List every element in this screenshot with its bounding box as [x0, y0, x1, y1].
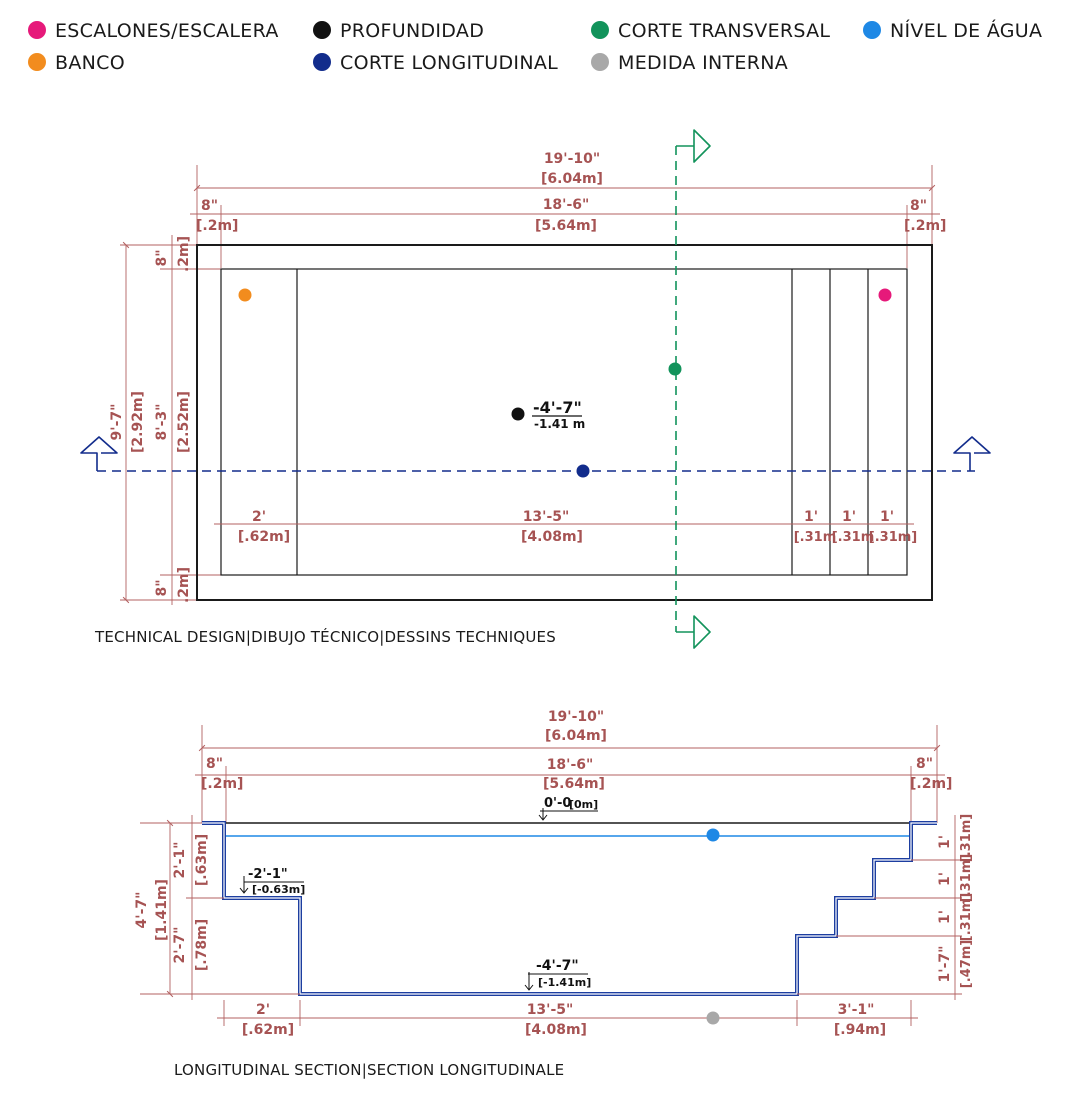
plan-step3-ft: 1' [880, 509, 894, 525]
legend-water-level: NÍVEL DE ÁGUA [890, 19, 1042, 42]
plan-outer-wall [196, 244, 933, 601]
long-section-arrow-right-icon [953, 436, 991, 471]
section-left-wall-ft: 8" [206, 756, 223, 772]
plan-inner-width-m: [2.52m] [176, 391, 192, 453]
section-overall-length-ft: 19'-10" [548, 709, 604, 725]
internal-measure-legend-dot [591, 53, 609, 71]
plan-inner-width-ft: 8'-3" [154, 404, 170, 441]
section-bench-depth-m: [.63m] [194, 834, 210, 886]
bench-marker [238, 288, 252, 302]
section-inner-length-ft: 18'-6" [547, 757, 594, 773]
plan-top-wall-m: .2m] [176, 236, 192, 272]
plan-bottom-wall-m: .2m] [176, 567, 192, 603]
plan-right-wall-ft: 8" [910, 198, 927, 214]
water-level-marker [706, 828, 720, 842]
plan-overall-length-ft: 19'-10" [544, 151, 600, 167]
plan-overall-length-m: [6.04m] [541, 171, 603, 187]
plan-inner-length-m: [5.64m] [535, 218, 597, 234]
section-bench-depth-ft: 2'-1" [172, 842, 188, 879]
section-overall-length-m: [6.04m] [545, 728, 607, 744]
plan-inner-wall [220, 268, 908, 576]
section-bench-level-ft: -2'-1" [248, 867, 288, 882]
section-bench-len-ft: 2' [256, 1002, 270, 1018]
long-section-legend-dot [313, 53, 331, 71]
plan-caption: TECHNICAL DESIGN|DIBUJO TÉCNICO|DESSINS … [94, 627, 556, 646]
internal-measure-marker [706, 1011, 720, 1025]
section-riser1-m: [.31m] [959, 814, 974, 862]
section-floor-level-ft: -4'-7" [536, 958, 579, 974]
legend-long-section: CORTE LONGITUDINAL [340, 52, 558, 74]
steps-marker [878, 288, 892, 302]
section-zero-level: 0'-0 [544, 796, 571, 811]
plan-main-m: [4.08m] [521, 529, 583, 545]
plan-step2-ft: 1' [842, 509, 856, 525]
section-lower-depth-m: [.78m] [194, 919, 210, 971]
depth-marker [511, 407, 525, 421]
legend-cross-section: CORTE TRANSVERSAL [618, 20, 830, 42]
section-left-wall-m: [.2m] [201, 776, 243, 792]
plan-depth-ft: -4'-7" [533, 398, 582, 417]
plan-step1-m: [.31m [794, 530, 837, 545]
section-caption: LONGITUDINAL SECTION|SECTION LONGITUDINA… [174, 1061, 564, 1079]
plan-inner-length-ft: 18'-6" [543, 197, 590, 213]
section-riser3-m: [.31m] [959, 893, 974, 941]
plan-step1-ft: 1' [804, 509, 818, 525]
section-riser4-ft: 1'-7" [937, 946, 953, 983]
plan-overall-width-ft: 9'-7" [109, 404, 125, 441]
section-lower-depth-ft: 2'-7" [172, 927, 188, 964]
section-zero-level-m: [0m] [569, 798, 598, 811]
section-stairs-len-m: [.94m] [834, 1022, 886, 1038]
plan-step3-m: [.31m] [869, 530, 917, 545]
cross-section-arrow-bottom-icon [676, 615, 711, 649]
cross-section-marker [668, 362, 682, 376]
plan-main-ft: 13'-5" [523, 509, 570, 525]
section-main-len-ft: 13'-5" [527, 1002, 574, 1018]
plan-step2-m: [.31m [832, 530, 875, 545]
section-bench-len-m: [.62m] [242, 1022, 294, 1038]
section-total-depth-m: [1.41m] [154, 879, 170, 941]
section-right-wall-m: [.2m] [910, 776, 952, 792]
depth-legend-dot [313, 21, 331, 39]
section-riser2-ft: 1' [937, 872, 953, 886]
section-right-wall-ft: 8" [916, 756, 933, 772]
cross-section-legend-dot [591, 21, 609, 39]
plan-depth-m: -1.41 m [534, 417, 585, 431]
legend-depth: PROFUNDIDAD [340, 20, 484, 42]
section-bench-level-m: [-0.63m] [252, 883, 305, 896]
section-floor-level-m: [-1.41m] [538, 976, 591, 989]
plan-overall-width-m: [2.92m] [130, 391, 146, 453]
cross-section-arrow-top-icon [676, 129, 711, 163]
plan-left-wall-m: [.2m] [196, 218, 238, 234]
long-section-arrow-left-icon [80, 436, 118, 471]
long-section-marker [576, 464, 590, 478]
plan-top-wall-ft: 8" [154, 249, 170, 266]
plan-bottom-wall-ft: 8" [154, 579, 170, 596]
section-riser4-m: [.47m] [959, 940, 974, 988]
legend-steps: ESCALONES/ESCALERA [55, 20, 279, 42]
bench-legend-dot [28, 53, 46, 71]
section-main-len-m: [4.08m] [525, 1022, 587, 1038]
plan-left-wall-ft: 8" [201, 198, 218, 214]
plan-right-wall-m: [.2m] [904, 218, 946, 234]
section-riser1-ft: 1' [937, 835, 953, 849]
legend-internal-measure: MEDIDA INTERNA [618, 52, 788, 74]
legend: ESCALONES/ESCALERA PROFUNDIDAD CORTE TRA… [28, 19, 1042, 74]
plan-bench-ft: 2' [252, 509, 266, 525]
section-inner-length-m: [5.64m] [543, 776, 605, 792]
plan-bench-m: [.62m] [238, 529, 290, 545]
steps-legend-dot [28, 21, 46, 39]
plan-view: 19'-10" [6.04m] 18'-6" [5.64m] 8" [.2m] … [80, 129, 991, 649]
section-total-depth-ft: 4'-7" [134, 892, 150, 929]
section-view: 19'-10" [6.04m] 18'-6" [5.64m] 8" [.2m] … [134, 709, 974, 1079]
legend-bench: BANCO [55, 52, 125, 74]
section-riser2-m: [.31m] [959, 854, 974, 902]
section-riser3-ft: 1' [937, 910, 953, 924]
water-level-legend-dot [863, 21, 881, 39]
section-stairs-len-ft: 3'-1" [838, 1002, 875, 1018]
